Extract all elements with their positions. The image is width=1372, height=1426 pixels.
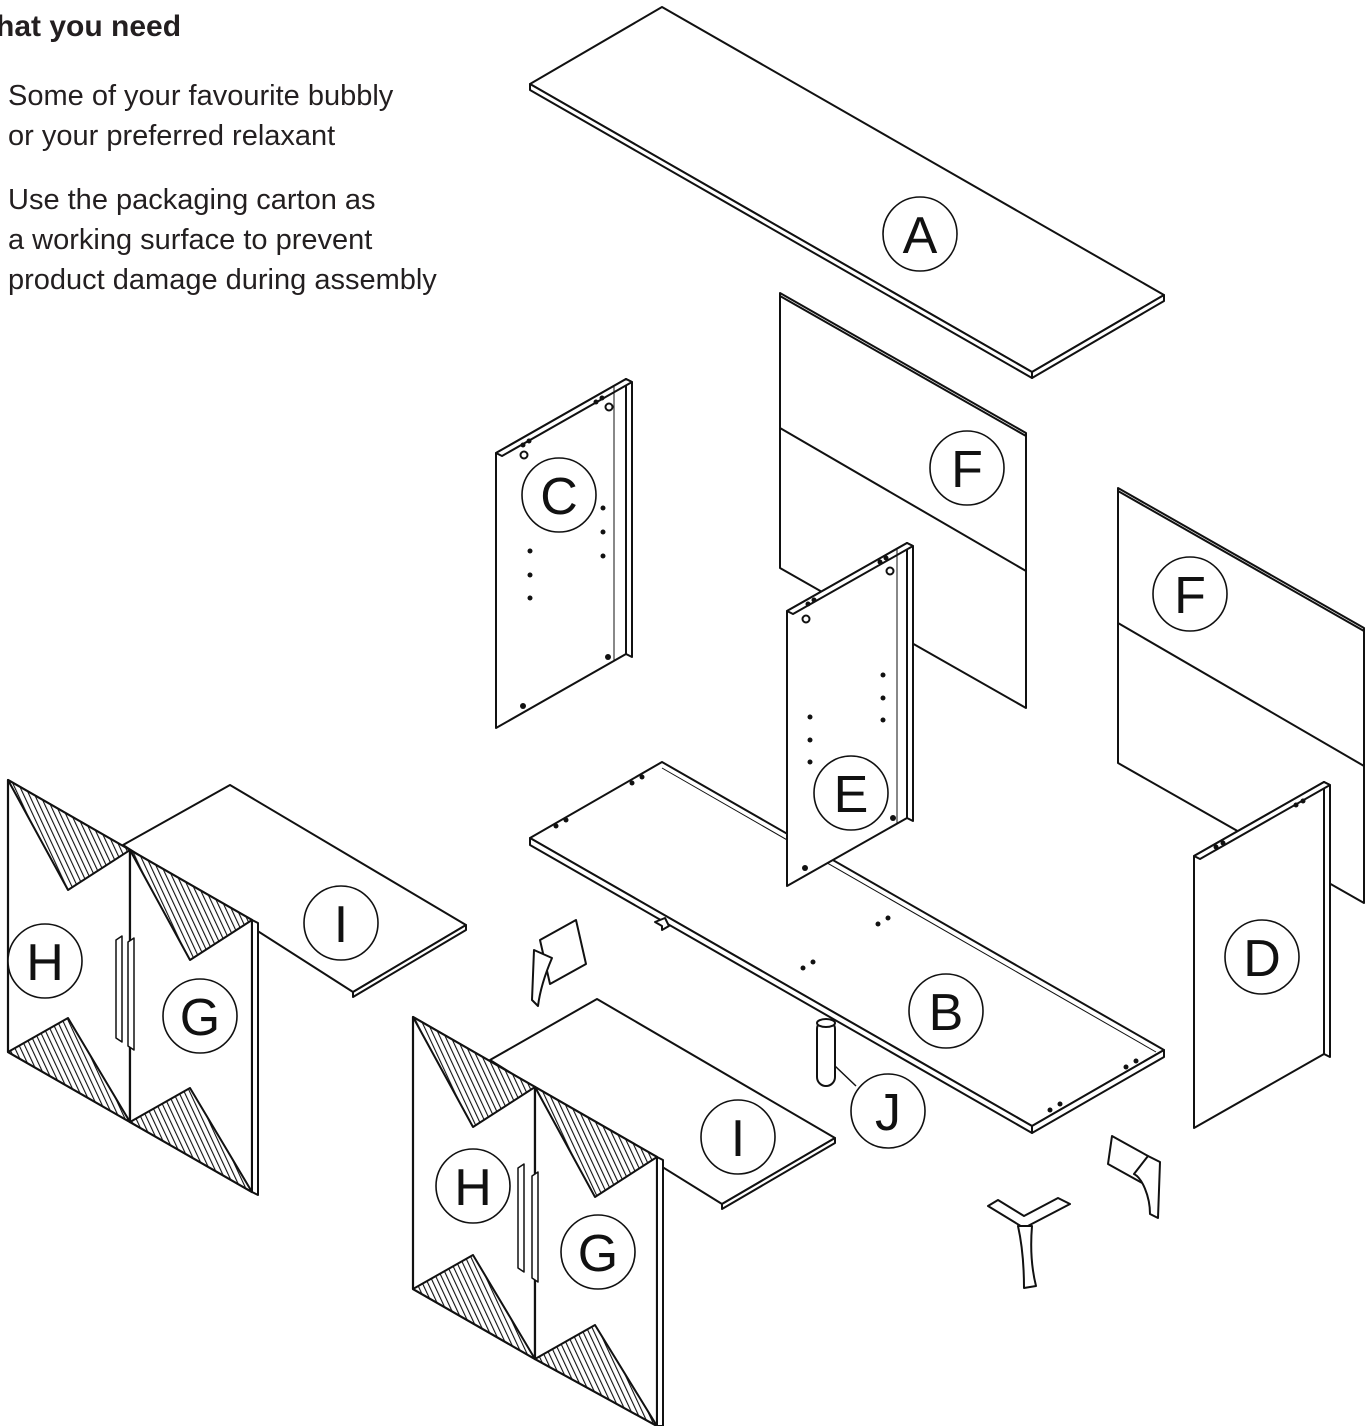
panel-b-bottom — [529, 761, 1165, 1134]
leg-bracket-1 — [531, 919, 587, 1007]
part-label-i1: I — [334, 896, 348, 954]
part-label-j: J — [875, 1084, 901, 1142]
note-line: or your preferred relaxant — [8, 120, 336, 152]
part-label-f1: F — [951, 441, 983, 499]
leg-bracket-2 — [1107, 1135, 1161, 1219]
part-label-f2: F — [1174, 567, 1206, 625]
part-label-e-circle — [813, 755, 889, 831]
note-line: a working surface to prevent — [8, 224, 373, 256]
panel-c-holes — [520, 395, 611, 709]
note-line: product damage during assembly — [8, 264, 437, 296]
panel-b-holes — [553, 774, 1139, 1113]
part-labels — [7, 196, 1300, 1290]
part-label-i2: I — [731, 1110, 745, 1168]
part-label-b: B — [929, 984, 964, 1042]
panel-c-side — [495, 378, 633, 729]
part-label-c-circle — [521, 457, 597, 533]
part-label-f1-circle — [929, 430, 1005, 506]
note-carton: Use the packaging carton as a working su… — [8, 180, 437, 300]
part-label-h1: H — [26, 934, 64, 992]
part-label-g1: G — [180, 989, 220, 1047]
note-line: Some of your favourite bubbly — [8, 80, 394, 112]
panel-e-hole — [801, 614, 811, 624]
dowel-j — [816, 1018, 857, 1087]
part-label-h2: H — [454, 1159, 492, 1217]
panel-e-holes — [802, 555, 896, 871]
part-label-h2-circle — [435, 1148, 511, 1224]
part-label-e: E — [834, 766, 869, 824]
part-label-h1-circle — [7, 923, 83, 999]
part-label-j-circle — [850, 1073, 926, 1149]
part-label-a: A — [903, 207, 938, 265]
part-label-i1-circle — [303, 885, 379, 961]
page-heading: hat you need — [0, 10, 182, 43]
note-line: Use the packaging carton as — [8, 184, 376, 216]
panel-c-hole — [519, 450, 529, 460]
leg-bracket-3 — [987, 1197, 1071, 1289]
panel-i-shelf-upper — [122, 784, 467, 998]
part-label-d-circle — [1224, 919, 1300, 995]
panel-e-divider — [786, 542, 914, 887]
panel-e-hole — [885, 566, 895, 576]
part-label-b-circle — [908, 973, 984, 1049]
connector-bracket — [654, 917, 670, 931]
note-bubbly: Some of your favourite bubbly or your pr… — [8, 76, 393, 156]
part-label-c: C — [540, 468, 578, 526]
part-label-d: D — [1243, 930, 1281, 988]
panel-c-hole — [604, 402, 614, 412]
panel-d-holes — [1213, 798, 1306, 850]
part-label-g1-circle — [162, 978, 238, 1054]
part-label-f2-circle — [1152, 556, 1228, 632]
part-label-g2: G — [578, 1225, 618, 1283]
panel-a-top — [529, 6, 1165, 379]
part-label-a-circle — [882, 196, 958, 272]
panel-f-back-upper — [779, 292, 1027, 709]
part-label-g2-circle — [560, 1214, 636, 1290]
part-label-i2-circle — [700, 1099, 776, 1175]
